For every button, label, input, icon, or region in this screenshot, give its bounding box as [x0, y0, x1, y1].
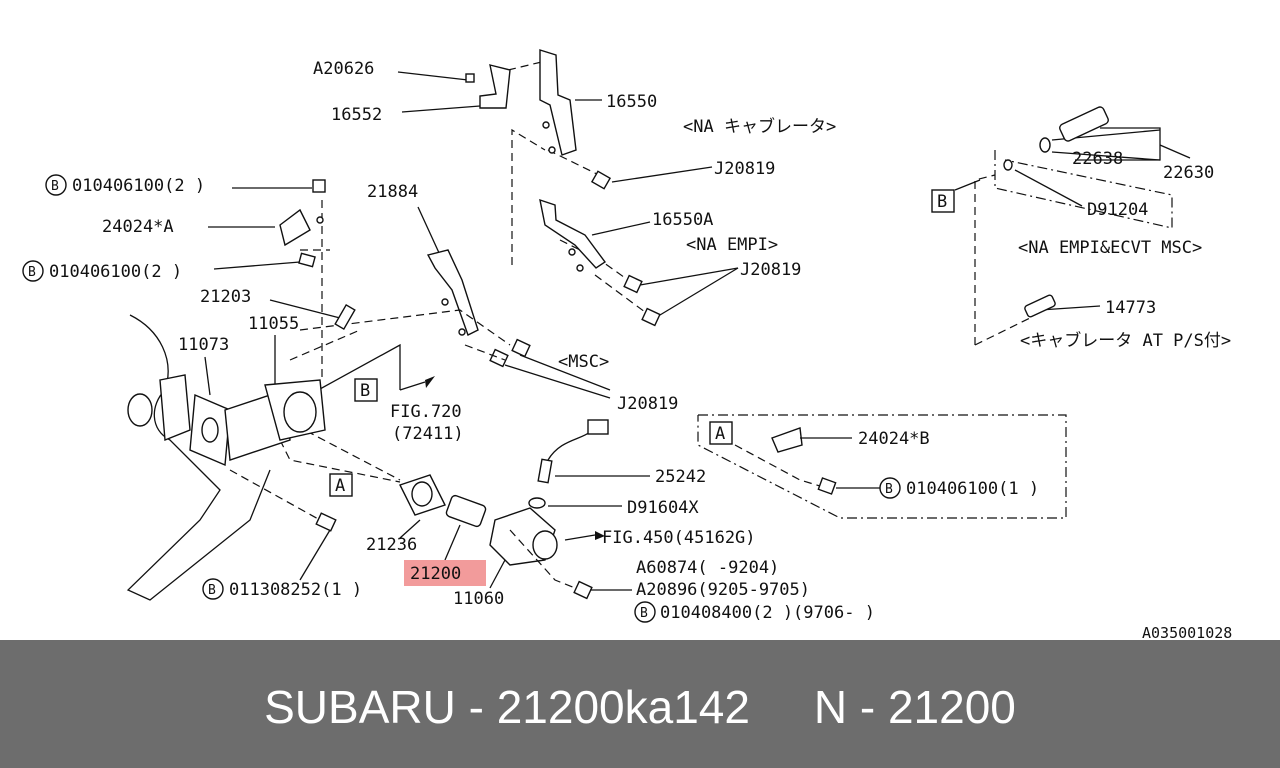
circle-b-4: B	[640, 606, 648, 621]
label-catalog-code: A035001028	[1142, 624, 1232, 640]
label-24024a: 24024*A	[102, 217, 174, 237]
label-b010408400: 010408400(2 )(9706- )	[660, 603, 875, 623]
label-a20896: A20896(9205-9705)	[636, 580, 810, 600]
bracket-16550a	[539, 198, 661, 327]
label-21236: 21236	[366, 535, 417, 555]
label-fig450: FIG.450(45162G)	[602, 528, 756, 548]
label-d91604x: D91604X	[627, 498, 699, 518]
label-a20626: A20626	[313, 59, 374, 79]
label-25242: 25242	[655, 467, 706, 487]
label-a60874: A60874( -9204)	[636, 558, 779, 578]
label-fig720: FIG.720	[390, 402, 462, 422]
label-16550: 16550	[606, 92, 657, 112]
label-na-empi-ecvt: <NA EMPI&ECVT MSC>	[1018, 238, 1202, 258]
label-16550a: 16550A	[652, 210, 713, 230]
parts-diagram: A20626 16552 16550 <NA キャブレータ> J20819 21…	[22, 49, 1232, 640]
footer-title: SUBARU - 21200ka142 N - 21200	[264, 681, 1016, 733]
right-group-lines	[954, 127, 1191, 346]
label-box-b-right: B	[937, 192, 947, 212]
label-21884: 21884	[367, 182, 418, 202]
label-fig720-sub: (72411)	[392, 424, 464, 444]
box-24024b	[697, 414, 1067, 519]
label-11073: 11073	[178, 335, 229, 355]
label-b011308252: 011308252(1 )	[229, 580, 362, 600]
bolt-j20819-top	[590, 170, 612, 190]
label-24024b: 24024*B	[858, 429, 930, 449]
label-21203: 21203	[200, 287, 251, 307]
msc-lines	[299, 309, 611, 399]
label-b010406100-right: 010406100(1 )	[906, 479, 1039, 499]
label-11060: 11060	[453, 589, 504, 609]
label-box-a-left: A	[335, 476, 345, 496]
label-j20819-mid: J20819	[740, 260, 801, 280]
label-j20819-top: J20819	[714, 159, 775, 179]
left-lines	[204, 187, 435, 521]
o2-sensor-22630	[1003, 106, 1109, 171]
circle-b-5: B	[208, 583, 216, 598]
circle-b-2: B	[28, 265, 36, 280]
circle-b-1: B	[51, 179, 59, 194]
label-box-b-left: B	[360, 381, 370, 401]
highlight-21200	[404, 560, 486, 586]
thermostat-parts	[399, 419, 650, 600]
label-b010406100-mid: 010406100(2 )	[49, 262, 182, 282]
label-boxes	[22, 174, 955, 623]
bracket-21884	[426, 249, 531, 368]
label-box-a-right: A	[715, 424, 725, 444]
label-b010406100-top: 010406100(2 )	[72, 176, 205, 196]
sensor-14773	[1024, 294, 1056, 318]
label-d91204: D91204	[1087, 200, 1148, 220]
label-22630: 22630	[1163, 163, 1214, 183]
label-21200: 21200	[410, 564, 461, 584]
label-14773: 14773	[1105, 298, 1156, 318]
circle-b-3: B	[885, 482, 893, 497]
label-msc: <MSC>	[558, 352, 609, 372]
label-na-empi: <NA EMPI>	[686, 235, 778, 255]
bracket-lines-top	[397, 59, 739, 319]
label-22638: 22638	[1072, 149, 1123, 169]
bracket-16552	[465, 64, 511, 109]
label-j20819-low: J20819	[617, 394, 678, 414]
label-carb-at-ps: <キャブレータ AT P/S付>	[1020, 330, 1231, 351]
bracket-16550	[539, 49, 577, 156]
engine-block	[126, 179, 356, 601]
label-11055: 11055	[248, 314, 299, 334]
label-16552: 16552	[331, 105, 382, 125]
footer-bar: SUBARU - 21200ka142 N - 21200	[0, 640, 1280, 768]
label-na-carb: <NA キャブレータ>	[683, 116, 836, 137]
